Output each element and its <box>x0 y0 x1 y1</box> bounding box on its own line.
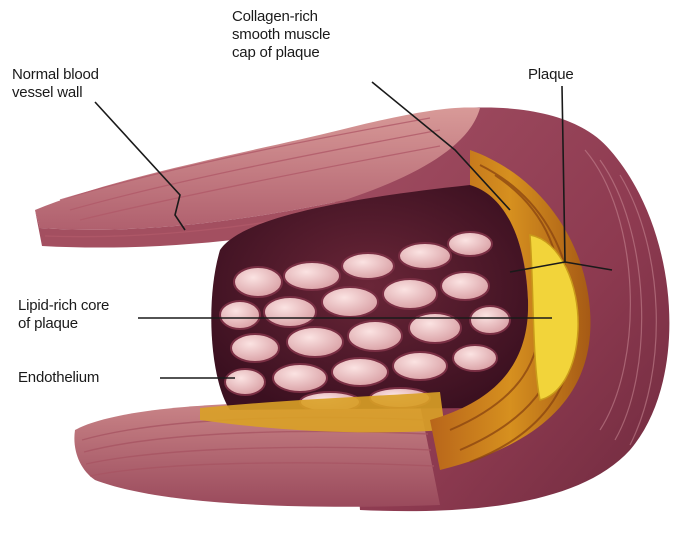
label-normal-blood-vessel-wall: Normal blood vessel wall <box>12 66 99 102</box>
label-plaque: Plaque <box>528 66 574 84</box>
label-collagen-cap: Collagen-rich smooth muscle cap of plaqu… <box>232 8 330 62</box>
label-lipid-rich-core: Lipid-rich core of plaque <box>18 297 109 333</box>
label-endothelium: Endothelium <box>18 369 99 387</box>
